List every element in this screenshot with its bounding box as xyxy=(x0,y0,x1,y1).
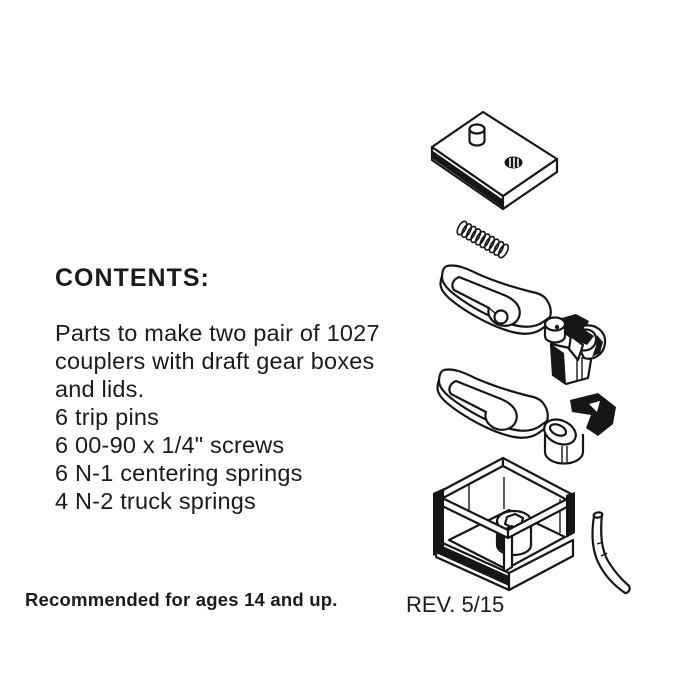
coupler-head-lower xyxy=(543,418,585,465)
lid-edge-groove xyxy=(433,151,502,207)
draft-gear-box-drawing xyxy=(433,456,575,592)
trip-pin-drawing xyxy=(591,511,631,595)
coupler-lower-drawing xyxy=(436,368,616,465)
age-recommendation: Recommended for ages 14 and up. xyxy=(25,589,338,610)
contents-line: 6 N-1 centering springs xyxy=(55,460,303,486)
contents-heading: CONTENTS: xyxy=(55,264,210,292)
knuckle-head-upper xyxy=(549,314,607,386)
draft-gear-box-lid-drawing xyxy=(430,110,559,211)
coupler-upper-drawing xyxy=(439,264,607,386)
revision-label: REV. 5/15 xyxy=(406,592,505,617)
knuckle-lower xyxy=(570,393,616,436)
centering-spring-drawing xyxy=(456,220,509,259)
lid-post xyxy=(468,123,486,147)
contents-line: and lids. xyxy=(55,376,145,402)
centering-pin xyxy=(488,307,509,325)
exploded-parts-diagram xyxy=(430,110,631,595)
contents-line: 6 00-90 x 1/4" screws xyxy=(55,432,285,458)
contents-line: 4 N-2 truck springs xyxy=(55,488,257,514)
pivot-post-upper xyxy=(543,316,567,344)
lid-screw-hole xyxy=(504,156,523,169)
contents-line: couplers with draft gear boxes xyxy=(55,348,375,374)
contents-line: 6 trip pins xyxy=(55,404,160,430)
contents-line: Parts to make two pair of 1027 xyxy=(55,320,380,346)
contents-list: Parts to make two pair of 1027 couplers … xyxy=(55,319,380,515)
